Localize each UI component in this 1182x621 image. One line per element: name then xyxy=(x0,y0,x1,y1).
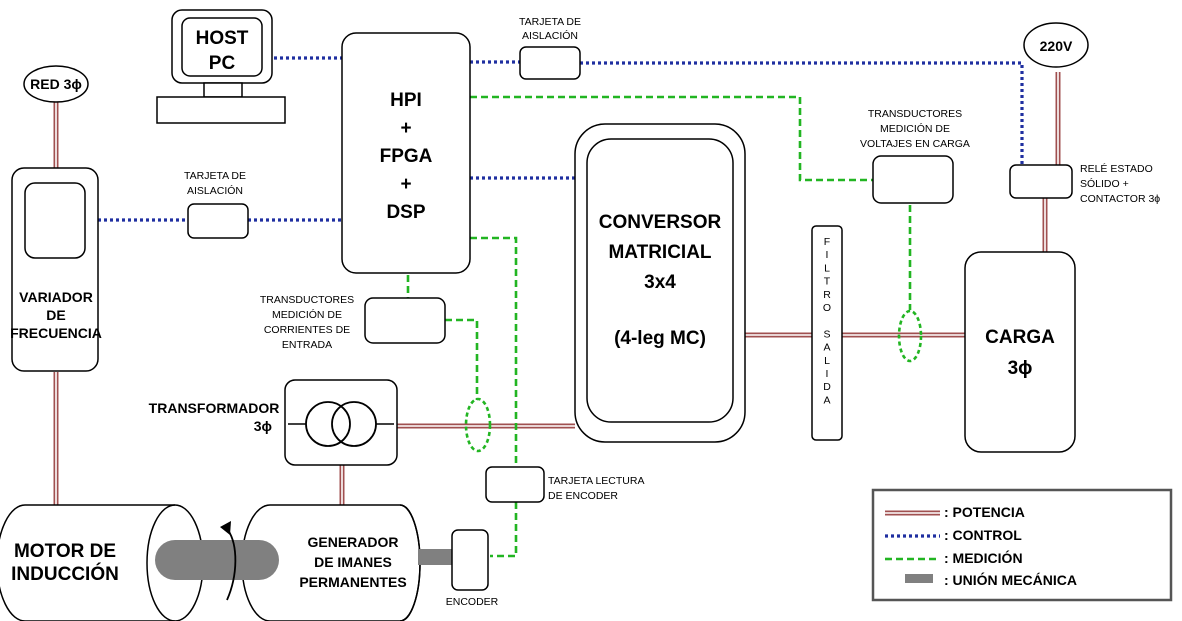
trans-voltajes-line-2: MEDICIÓN DE xyxy=(880,122,950,135)
carga-line-1: CARGA xyxy=(985,327,1055,348)
aislacion-left-line-1: TARJETA DE xyxy=(184,170,246,182)
motor-line-1: MOTOR DE xyxy=(14,541,116,562)
red-3phi-label: RED 3ϕ xyxy=(30,76,82,92)
tarjeta-encoder-line-2: DE ENCODER xyxy=(548,490,618,502)
tarjeta-encoder-line-1: TARJETA LECTURA xyxy=(548,475,644,487)
rele-estado-solido: RELÉ ESTADO SÓLIDO + CONTACTOR 3ϕ xyxy=(1009,162,1160,205)
aislacion-top-line-2: AISLACIÓN xyxy=(522,29,578,42)
control-lines xyxy=(98,56,1024,222)
tarjeta-aislacion-top: TARJETA DE AISLACIÓN xyxy=(519,16,581,80)
measurement-lines xyxy=(406,95,923,558)
host-pc: HOST PC xyxy=(156,9,286,124)
rele-line-2: SÓLIDO + xyxy=(1080,177,1129,190)
v220-label: 220V xyxy=(1040,38,1073,54)
legend: : POTENCIA : CONTROL : MEDICIÓN : UNIÓN … xyxy=(871,488,1173,602)
generador-line-2: DE IMANES xyxy=(314,554,392,570)
tarjeta-lectura-encoder: TARJETA LECTURA DE ENCODER xyxy=(485,466,644,503)
legend-potencia: : POTENCIA xyxy=(944,504,1025,520)
variador-line-2: DE xyxy=(46,307,65,323)
aislacion-left-line-2: AISLACIÓN xyxy=(187,184,243,197)
generador-line-1: GENERADOR xyxy=(307,534,398,550)
variador-line-1: VARIADOR xyxy=(19,289,93,305)
hpi-line-3: FPGA xyxy=(380,146,433,167)
encoder: ENCODER xyxy=(446,529,499,608)
host-pc-label-2: PC xyxy=(209,53,236,74)
red-3phi-node: RED 3ϕ xyxy=(23,65,89,103)
encoder-label: ENCODER xyxy=(446,596,499,608)
rele-line-1: RELÉ ESTADO xyxy=(1080,162,1153,175)
legend-control: : CONTROL xyxy=(944,527,1022,543)
conversor-line-4: (4-leg MC) xyxy=(614,328,706,349)
transformador-line-1: TRANSFORMADOR xyxy=(149,400,280,416)
conversor-line-1: CONVERSOR xyxy=(599,212,722,233)
transductores-corrientes: TRANSDUCTORES MEDICIÓN DE CORRIENTES DE … xyxy=(260,294,446,351)
trans-corrientes-line-2: MEDICIÓN DE xyxy=(272,308,342,321)
conversor-matricial: CONVERSOR MATRICIAL 3x4 (4-leg MC) xyxy=(574,123,746,443)
generador-line-3: PERMANENTES xyxy=(299,574,406,590)
legend-union: : UNIÓN MECÁNICA xyxy=(944,571,1077,588)
transformador-3phi: TRANSFORMADOR 3ϕ xyxy=(149,379,398,466)
tarjeta-aislacion-left: TARJETA DE AISLACIÓN xyxy=(184,170,249,239)
hpi-line-2: + xyxy=(400,118,411,139)
transductores-voltajes: TRANSDUCTORES MEDICIÓN DE VOLTAJES EN CA… xyxy=(860,108,970,204)
trans-corrientes-line-3: CORRIENTES DE xyxy=(264,324,350,336)
hpi-line-4: + xyxy=(400,174,411,195)
motor-generador-assembly: MOTOR DE INDUCCIÓN GENERADOR DE IMANES P… xyxy=(0,504,456,621)
transformador-line-2: 3ϕ xyxy=(254,418,272,434)
hpi-line-5: DSP xyxy=(386,202,425,223)
legend-medicion: : MEDICIÓN xyxy=(944,549,1023,566)
rotation-arrow xyxy=(226,529,237,601)
shaft-mechanical-union xyxy=(155,540,279,580)
rotation-arrowhead xyxy=(220,521,231,535)
power-lines xyxy=(53,72,1061,510)
trans-corrientes-line-4: ENTRADA xyxy=(282,339,332,351)
motor-line-2: INDUCCIÓN xyxy=(11,563,119,585)
trans-corrientes-line-1: TRANSDUCTORES xyxy=(260,294,354,306)
conversor-line-3: 3x4 xyxy=(644,272,676,293)
aislacion-top-line-1: TARJETA DE xyxy=(519,16,581,28)
trans-voltajes-line-1: TRANSDUCTORES xyxy=(868,108,962,120)
host-pc-label-1: HOST xyxy=(196,28,249,49)
encoder-shaft xyxy=(418,549,456,565)
variador-frecuencia: VARIADOR DE FRECUENCIA xyxy=(10,167,102,372)
carga-3phi: CARGA 3ϕ xyxy=(964,251,1076,453)
motor-cylinder xyxy=(0,504,204,621)
hpi-fpga-dsp-block: HPI + FPGA + DSP xyxy=(341,32,471,274)
rele-line-3: CONTACTOR 3ϕ xyxy=(1080,193,1160,205)
variador-line-3: FRECUENCIA xyxy=(10,325,102,341)
hpi-line-1: HPI xyxy=(390,90,422,111)
v220-node: 220V xyxy=(1023,22,1089,68)
carga-line-2: 3ϕ xyxy=(1008,358,1033,379)
conversor-line-2: MATRICIAL xyxy=(608,242,711,263)
trans-voltajes-line-3: VOLTAJES EN CARGA xyxy=(860,138,970,150)
